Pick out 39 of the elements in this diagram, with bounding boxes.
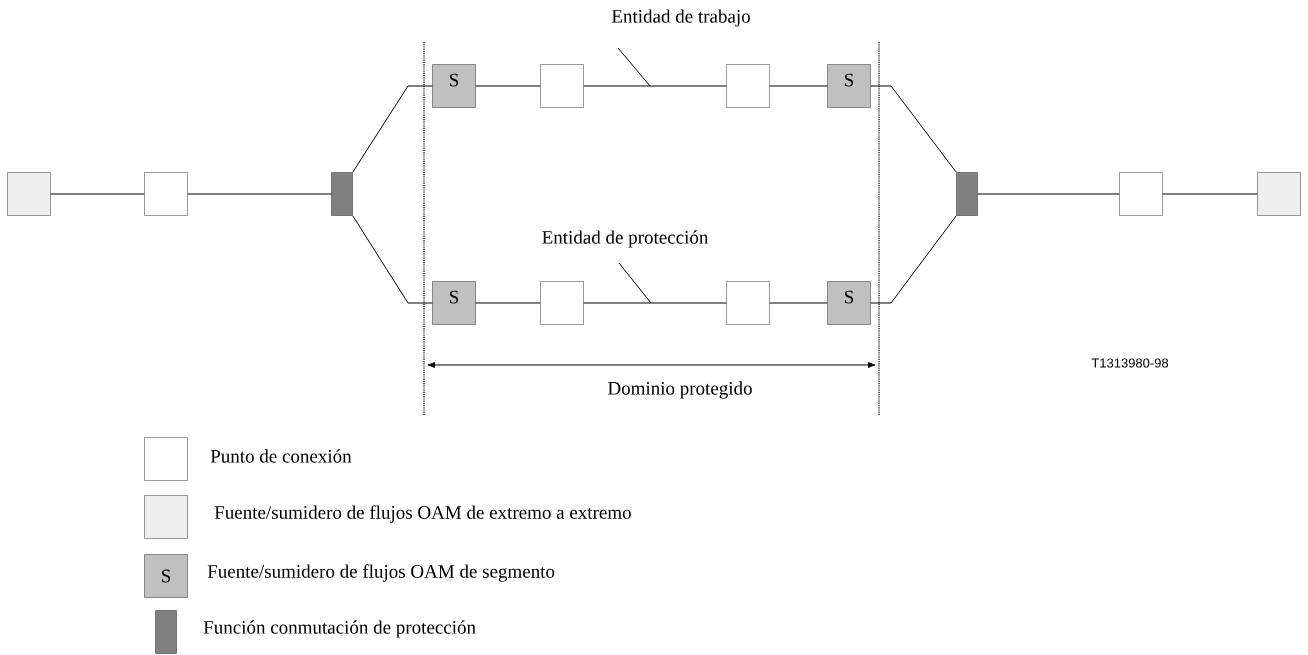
connection-box (144, 172, 188, 216)
connection-box (726, 281, 770, 325)
connection-line (977, 193, 1120, 195)
legend-text: Función conmutación de protección (203, 620, 476, 638)
connection-line (583, 85, 727, 87)
connection-box (540, 281, 584, 325)
entity-label: Entidad de protección (542, 230, 709, 248)
segment-oam-box: S (827, 281, 871, 325)
legend-text: Fuente/sumidero de flujos OAM de extremo a extremo (214, 505, 631, 523)
connection-line (475, 85, 541, 87)
connection-box (726, 64, 770, 108)
leader-line (618, 262, 652, 304)
entity-label: Entidad de trabajo (611, 9, 750, 27)
connection-box (540, 64, 584, 108)
endpoint-box (1257, 172, 1301, 216)
switch-bar (331, 172, 353, 216)
leader-line (617, 47, 651, 87)
connection-line (352, 215, 433, 304)
legend-text: Fuente/sumidero de flujos OAM de segmento (207, 564, 555, 582)
switch-bar (956, 172, 978, 216)
connection-line (870, 215, 957, 304)
connection-line (583, 302, 727, 304)
connection-line (769, 85, 828, 87)
connection-line (769, 302, 828, 304)
connection-line (187, 193, 332, 195)
connection-box (1119, 172, 1163, 216)
figure-code: T1313980-98 (1091, 358, 1169, 368)
dimension-label: Dominio protegido (608, 381, 752, 399)
connection-line (1162, 193, 1258, 195)
connection-line (50, 193, 145, 195)
endpoint-box (7, 172, 51, 216)
swatch-letter: S (162, 569, 171, 583)
segment-oam-box: S (827, 64, 871, 108)
connection-line (870, 85, 957, 173)
segment-oam-box: S (432, 64, 476, 108)
connection-line (352, 85, 433, 173)
segment-oam-box: S (432, 281, 476, 325)
connection-line (475, 302, 541, 304)
legend-text: Punto de conexión (210, 449, 352, 463)
